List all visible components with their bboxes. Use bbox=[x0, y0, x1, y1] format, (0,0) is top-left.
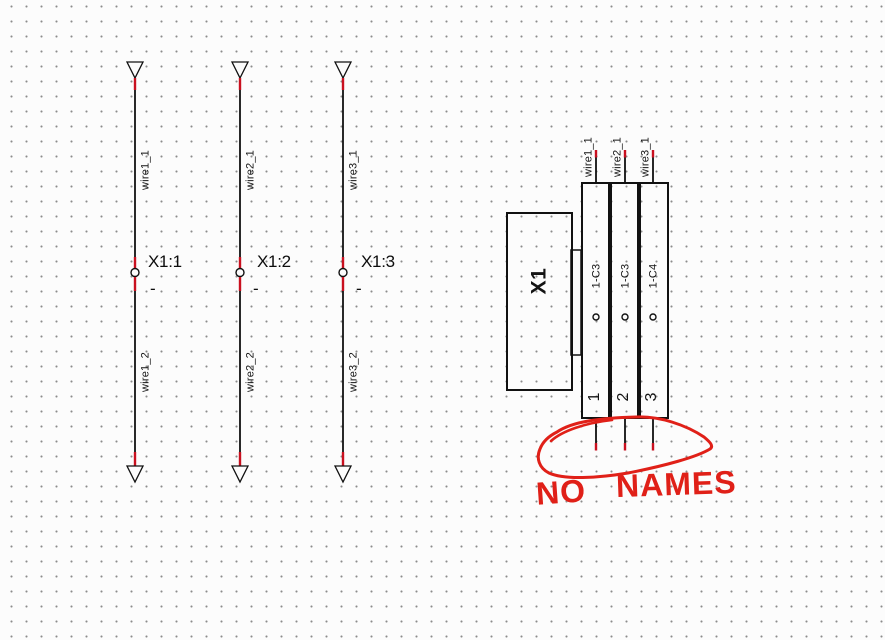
wire-end-arrow[interactable] bbox=[230, 61, 250, 80]
wire-end-arrow[interactable] bbox=[230, 465, 250, 484]
wire-end-arrow[interactable] bbox=[333, 465, 353, 484]
wire-end-arrow[interactable] bbox=[125, 61, 145, 80]
terminal-column[interactable] bbox=[581, 182, 610, 419]
terminal-block-graphic[interactable] bbox=[506, 150, 669, 451]
column-wire-label[interactable]: wire2_1 bbox=[611, 137, 624, 177]
wire-end-arrow[interactable] bbox=[125, 465, 145, 484]
wire-upper-label[interactable]: wire1_1 bbox=[139, 150, 152, 190]
wire-terminal-label[interactable]: X1:1 bbox=[148, 252, 182, 271]
wire-terminal-label[interactable]: X1:3 bbox=[361, 252, 395, 271]
terminal-block-body[interactable] bbox=[506, 212, 573, 391]
column-cable-label: 1-C4 bbox=[647, 263, 660, 289]
wire-lower-label[interactable]: wire2_2 bbox=[244, 352, 257, 392]
wire-lower-label[interactable]: wire3_2 bbox=[347, 352, 360, 392]
wire-lower-label[interactable]: wire1_2 bbox=[139, 352, 152, 392]
wire-terminal-label[interactable]: X1:2 bbox=[257, 252, 291, 271]
column-dot bbox=[621, 313, 629, 321]
wire-mid-dash: - bbox=[253, 279, 259, 298]
terminal-number: 3 bbox=[643, 392, 660, 402]
wire-1-graphic[interactable] bbox=[125, 61, 145, 484]
annotation-loop-overstroke bbox=[549, 418, 614, 443]
terminal-block-name[interactable]: X1 bbox=[527, 267, 551, 295]
annotation-word-no[interactable]: NO bbox=[534, 472, 588, 512]
annotation-loop[interactable] bbox=[536, 415, 714, 479]
terminal-dot[interactable] bbox=[130, 267, 140, 278]
wire-3-graphic[interactable] bbox=[333, 61, 353, 484]
column-wire-label[interactable]: wire3_1 bbox=[639, 137, 652, 177]
wire-upper-label[interactable]: wire3_1 bbox=[347, 150, 360, 190]
wire-2-graphic[interactable] bbox=[230, 61, 250, 484]
wire-end-arrow[interactable] bbox=[333, 61, 353, 80]
wire-mid-dash: - bbox=[356, 279, 362, 298]
column-dot bbox=[649, 313, 657, 321]
terminal-column[interactable] bbox=[639, 182, 669, 419]
annotation-word-names[interactable]: NAMES bbox=[615, 463, 738, 505]
column-cable-label: 1-C3 bbox=[619, 263, 632, 289]
terminal-number: 2 bbox=[615, 392, 632, 402]
annotation-loop-stroke[interactable] bbox=[536, 415, 714, 479]
column-wire-label[interactable]: wire1_1 bbox=[582, 137, 595, 177]
terminal-dot[interactable] bbox=[235, 267, 245, 278]
terminal-column[interactable] bbox=[610, 182, 639, 419]
column-dot bbox=[592, 313, 600, 321]
terminal-dot[interactable] bbox=[338, 267, 348, 278]
column-cable-label: 1-C3 bbox=[590, 263, 603, 289]
wire-upper-label[interactable]: wire2_1 bbox=[244, 150, 257, 190]
terminal-number: 1 bbox=[586, 392, 603, 402]
wire-mid-dash: - bbox=[150, 279, 156, 298]
